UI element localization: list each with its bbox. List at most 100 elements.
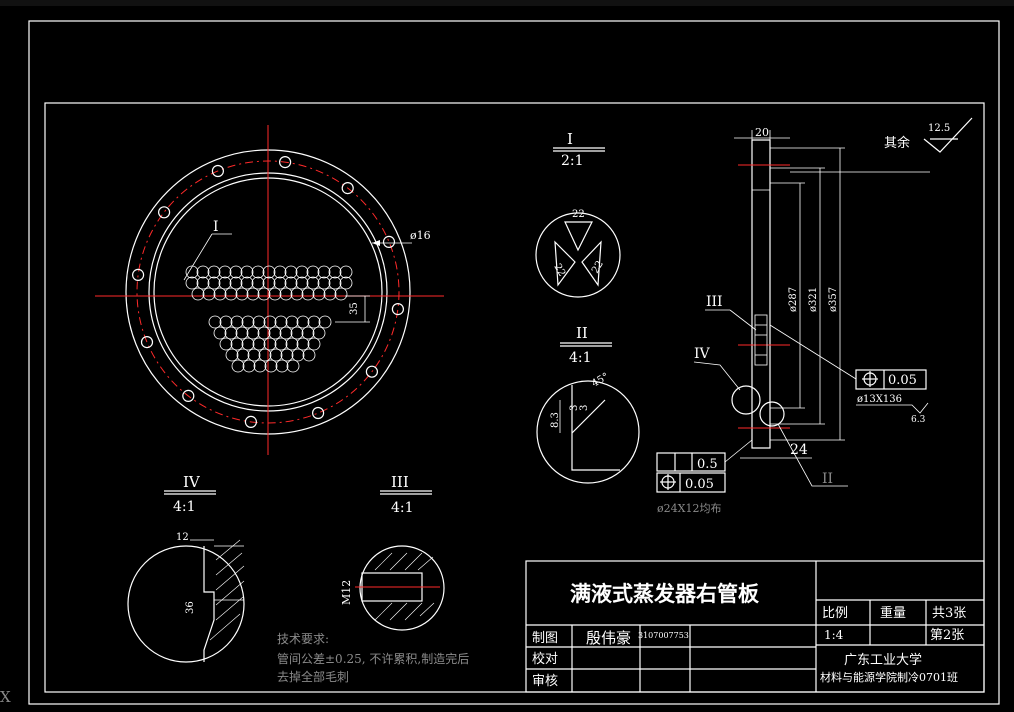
view-I-circle [535, 212, 621, 298]
total-label: 共3张 [932, 606, 966, 621]
bolt-holes [132, 156, 404, 428]
tube-hole [219, 337, 233, 351]
tube-hole [247, 348, 261, 362]
tube-hole [242, 359, 256, 373]
tube-hole [246, 287, 260, 301]
view-II-dim-3: 3 [579, 405, 590, 411]
tube-hole [235, 287, 249, 301]
callout-I-label: I [213, 219, 219, 235]
tube-hole [262, 276, 276, 290]
sheet-label: 第2张 [930, 628, 964, 643]
tube-hole [275, 359, 289, 373]
tube-hole [301, 326, 315, 340]
tube-hole [257, 287, 271, 301]
bolt-hole [312, 406, 325, 420]
tube-hole [185, 265, 199, 279]
tube-hole [291, 348, 305, 362]
school-name: 广东工业大学 [844, 652, 922, 668]
view-IV-label: IV [183, 473, 201, 491]
tube-hole [202, 287, 216, 301]
view-III-scale: 4:1 [391, 500, 414, 516]
scale-label: 比例 [822, 606, 848, 621]
bolt-hole [341, 182, 354, 195]
view-II-circle [536, 380, 640, 484]
bolt-hole [391, 303, 404, 316]
tube-hole [296, 315, 310, 329]
tube-hole [290, 287, 304, 301]
view-III: III 4:1 M12 [340, 473, 445, 631]
scale-value: 1:4 [824, 628, 844, 642]
tube-hole [218, 276, 232, 290]
tube-hole [284, 265, 298, 279]
side-callout-IV-leader [693, 361, 741, 391]
tube-hole [241, 315, 255, 329]
top-strip [0, 0, 1014, 6]
tol-frame-1 [855, 369, 927, 390]
tube-hole [257, 326, 271, 340]
view-I-dim-right: 22 [590, 259, 606, 276]
side-detail-II-circle [759, 401, 785, 427]
view-III-dim: M12 [340, 580, 353, 605]
tube-hole [328, 265, 342, 279]
tube-holes [185, 265, 353, 373]
tol-frame-1-roughness-symbol [856, 402, 929, 414]
side-plate [751, 139, 771, 449]
bolt-hole [244, 415, 257, 428]
bolt-hole [382, 235, 396, 248]
view-I-tri-left [554, 240, 576, 287]
tech-requirements: 技术要求: 管间公差±0.25, 不许累积,制造完后 去掉全部毛刺 [277, 632, 469, 684]
tube-hole [312, 287, 326, 301]
tube-hole [236, 348, 250, 362]
drawn-id: 3107007753 [638, 631, 689, 640]
side-callout-IV: IV [694, 346, 711, 362]
tube-hole [251, 276, 265, 290]
tube-hole [290, 326, 304, 340]
title-block: 满液式蒸发器右管板 制图 殷伟豪 3107007753 校对 审核 比例 重量 … [525, 560, 985, 693]
tube-hole [286, 359, 300, 373]
tube-hole [279, 287, 293, 301]
tube-hole [317, 265, 331, 279]
tube-hole [191, 287, 205, 301]
outer-frame [28, 20, 1000, 705]
side-dim-357-text: ø357 [828, 287, 839, 312]
tube-hole [328, 276, 342, 290]
tube-hole [285, 315, 299, 329]
tube-hole [339, 265, 353, 279]
view-II-dim-1: 8.3 [550, 412, 561, 428]
tube-hole [207, 276, 221, 290]
callout-I-leader [183, 233, 213, 281]
view-IV-circle [127, 545, 245, 663]
side-dim-20-text: 20 [755, 126, 769, 139]
tube-hole [258, 348, 272, 362]
tol-frame-2-value: 0.5 [697, 457, 718, 472]
tol-frame-2-leader [724, 439, 753, 463]
tube-hole [240, 265, 254, 279]
tube-hole [323, 287, 337, 301]
tube-hole [317, 276, 331, 290]
class-name: 材料与能源学院制冷0701班 [820, 670, 958, 684]
tube-hole [224, 326, 238, 340]
tube-hole [306, 276, 320, 290]
roughness-value: 12.5 [928, 123, 950, 134]
tol-frame-3-value: 0.05 [685, 477, 714, 492]
tube-hole [251, 265, 265, 279]
tube-hole [268, 287, 282, 301]
view-I: I 2:1 22 22 22 [535, 130, 621, 298]
view-I-scale: 2:1 [561, 153, 584, 169]
tube-hole [284, 276, 298, 290]
bolt-hole [132, 268, 145, 281]
hole-note: ø24X12均布 [657, 502, 721, 515]
roughness-symbol [923, 117, 973, 153]
tube-hole [279, 326, 293, 340]
weight-label: 重量 [880, 605, 906, 621]
tube-hole [274, 337, 288, 351]
view-II-label: II [576, 324, 588, 342]
side-dim-287-text: ø287 [788, 287, 799, 312]
hole-dim-arrow [372, 240, 380, 246]
tube-hole [307, 315, 321, 329]
roughness-note-label: 其余 [884, 135, 910, 151]
tube-hole [269, 348, 283, 362]
tube-hole [264, 359, 278, 373]
tube-hole [301, 287, 315, 301]
